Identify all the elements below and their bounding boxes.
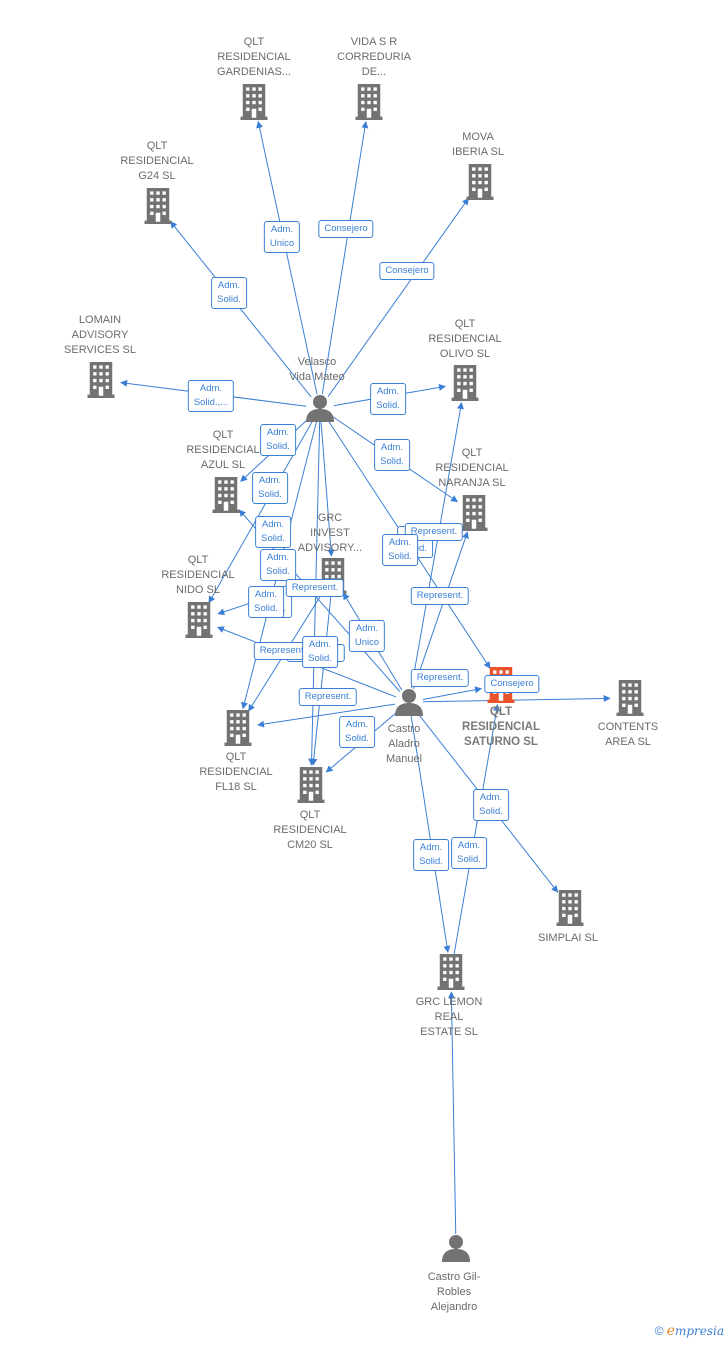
edge-label-velasco-olivo[interactable]: Adm. Solid. bbox=[370, 383, 406, 415]
edge-label-velasco-lomain[interactable]: Adm. Solid.,... bbox=[187, 380, 235, 412]
building-icon[interactable] bbox=[224, 710, 252, 746]
building-icon[interactable] bbox=[144, 188, 172, 224]
edge-label-grclemon-saturno[interactable]: Adm. Solid. bbox=[413, 839, 449, 871]
person-icon[interactable] bbox=[442, 1235, 470, 1262]
node-label-grclemon[interactable]: GRC LEMON REAL ESTATE SL bbox=[415, 996, 483, 1038]
building-icon[interactable] bbox=[240, 84, 268, 120]
node-label-velasco[interactable]: Velasco Vida Mateo bbox=[289, 356, 345, 383]
edge-label-velasco-cm20[interactable]: Adm. Solid. bbox=[260, 549, 296, 581]
building-icon[interactable] bbox=[437, 954, 465, 990]
building-icon[interactable] bbox=[212, 477, 240, 513]
edge-label-grcinvest-fl18[interactable]: Adm. Solid. bbox=[248, 586, 284, 618]
node-label-contents[interactable]: CONTENTS AREA SL bbox=[597, 721, 659, 748]
edge-velasco-g24 bbox=[170, 221, 312, 398]
copyright-symbol: © bbox=[654, 1324, 664, 1338]
edge-label-velasco-gardenias[interactable]: Adm. Unico bbox=[263, 221, 301, 253]
building-icon[interactable] bbox=[616, 680, 644, 716]
edge-label-castro-azul[interactable]: Adm. Solid. bbox=[339, 716, 375, 748]
edge-label-castro-grcinvest[interactable]: Adm. Solid. bbox=[382, 534, 418, 566]
node-label-simplai[interactable]: SIMPLAI SL bbox=[538, 932, 598, 944]
edge-castro-saturno bbox=[422, 686, 483, 700]
node-label-castro[interactable]: Castro Aladro Manuel bbox=[385, 723, 423, 765]
edge-label-castro-saturno[interactable]: Represent. bbox=[410, 669, 470, 687]
edge-label-castro-cm20[interactable]: Represent. bbox=[298, 688, 358, 706]
edge-label-castro-simplai[interactable]: Adm. Unico bbox=[348, 620, 386, 652]
building-icon[interactable] bbox=[451, 365, 479, 401]
node-label-cm20[interactable]: QLT RESIDENCIAL CM20 SL bbox=[273, 809, 347, 851]
edge-label-velasco-vidasr[interactable]: Consejero bbox=[318, 220, 374, 238]
footer-brand[interactable]: ©empresia bbox=[655, 1323, 724, 1339]
node-label-gardenias[interactable]: QLT RESIDENCIAL GARDENIAS... bbox=[217, 36, 291, 78]
edge-castro-naranja bbox=[413, 531, 469, 689]
edge-velasco-mova bbox=[327, 197, 469, 397]
edge-label-castro-grclemon[interactable]: Adm. Solid. bbox=[473, 789, 509, 821]
edge-castro-contents bbox=[422, 694, 611, 703]
edge-label-castro-nido[interactable]: Represent. bbox=[285, 579, 345, 597]
brand-logo-e: e bbox=[666, 1323, 675, 1339]
edge-label-velasco-azul[interactable]: Adm. Solid. bbox=[260, 424, 296, 456]
building-icon[interactable] bbox=[87, 362, 115, 398]
brand-logo-text: mpresia bbox=[674, 1324, 724, 1338]
edge-label-castrogil-grclemon[interactable]: Adm. Solid. bbox=[302, 636, 338, 668]
building-icon[interactable] bbox=[460, 495, 488, 531]
building-icon[interactable] bbox=[297, 767, 325, 803]
edge-label-velasco-mova[interactable]: Consejero bbox=[379, 262, 435, 280]
edge-label-castro-naranja[interactable]: Represent. bbox=[410, 587, 470, 605]
node-label-fl18[interactable]: QLT RESIDENCIAL FL18 SL bbox=[199, 751, 273, 793]
edge-velasco-vidasr bbox=[321, 121, 369, 395]
edge-grclemon-saturno bbox=[452, 704, 500, 959]
node-label-castrogil[interactable]: Castro Gil- Robles Alejandro bbox=[427, 1271, 481, 1313]
edge-velasco-gardenias bbox=[256, 120, 318, 395]
edge-label-velasco-nido[interactable]: Adm. Solid. bbox=[252, 472, 288, 504]
person-icon[interactable] bbox=[395, 689, 423, 716]
node-label-lomain[interactable]: LOMAIN ADVISORY SERVICES SL bbox=[64, 314, 136, 356]
edge-label-grcinvest-nido[interactable]: Adm. Solid. bbox=[451, 837, 487, 869]
edge-velasco-grcinvest bbox=[320, 421, 335, 557]
edge-castro-olivo bbox=[410, 402, 464, 689]
person-icon[interactable] bbox=[306, 395, 334, 422]
edge-label-velasco-naranja[interactable]: Adm. Solid. bbox=[374, 439, 410, 471]
node-label-olivo[interactable]: QLT RESIDENCIAL OLIVO SL bbox=[428, 318, 502, 360]
edge-castrogil-grclemon bbox=[447, 991, 457, 1235]
node-label-naranja[interactable]: QLT RESIDENCIAL NARANJA SL bbox=[435, 447, 509, 489]
edge-label-velasco-fl18[interactable]: Adm. Solid. bbox=[255, 516, 291, 548]
node-label-vidasr[interactable]: VIDA S R CORREDURIA DE... bbox=[337, 36, 411, 78]
edge-castro-grclemon bbox=[410, 715, 451, 953]
node-label-g24[interactable]: QLT RESIDENCIAL G24 SL bbox=[120, 140, 194, 182]
node-label-azul[interactable]: QLT RESIDENCIAL AZUL SL bbox=[186, 429, 260, 471]
building-icon[interactable] bbox=[355, 84, 383, 120]
node-label-nido[interactable]: QLT RESIDENCIAL NIDO SL bbox=[161, 554, 235, 596]
building-icon[interactable] bbox=[556, 890, 584, 926]
edge-label-castro-contents[interactable]: Consejero bbox=[484, 675, 540, 693]
node-icons bbox=[87, 84, 644, 1262]
edge-grcinvest-cm20 bbox=[310, 589, 333, 766]
node-label-saturno[interactable]: QLT RESIDENCIAL SATURNO SL bbox=[462, 706, 540, 748]
edge-castro-fl18 bbox=[257, 703, 396, 728]
node-label-grcinvest[interactable]: GRC INVEST ADVISORY... bbox=[297, 512, 363, 554]
edge-label-castro-olivo[interactable]: Represent. bbox=[404, 523, 464, 541]
building-icon[interactable] bbox=[466, 164, 494, 200]
edge-label-velasco-g24[interactable]: Adm. Solid. bbox=[211, 277, 247, 309]
node-label-mova[interactable]: MOVA IBERIA SL bbox=[452, 131, 504, 158]
building-icon[interactable] bbox=[185, 602, 213, 638]
